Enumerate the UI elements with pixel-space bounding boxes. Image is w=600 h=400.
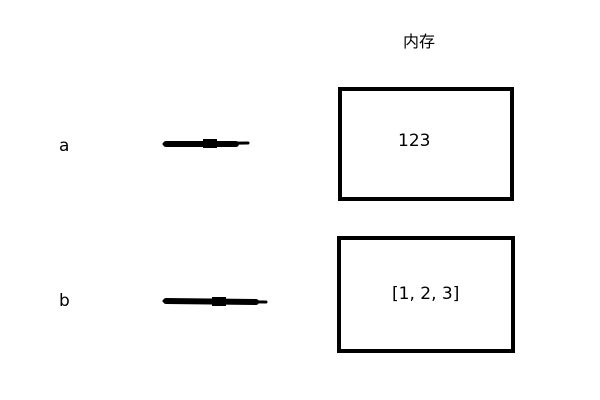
reference-arrow-b [162,297,268,306]
memory-box-a: 123 [338,87,514,201]
memory-value-a: 123 [398,131,431,151]
reference-arrow-a [162,139,250,148]
variable-a-label: a [59,136,70,156]
variable-b-label: b [59,291,70,311]
memory-box-b: [1, 2, 3] [337,236,515,353]
memory-value-b: [1, 2, 3] [392,284,460,304]
memory-title: 内存 [403,32,436,51]
